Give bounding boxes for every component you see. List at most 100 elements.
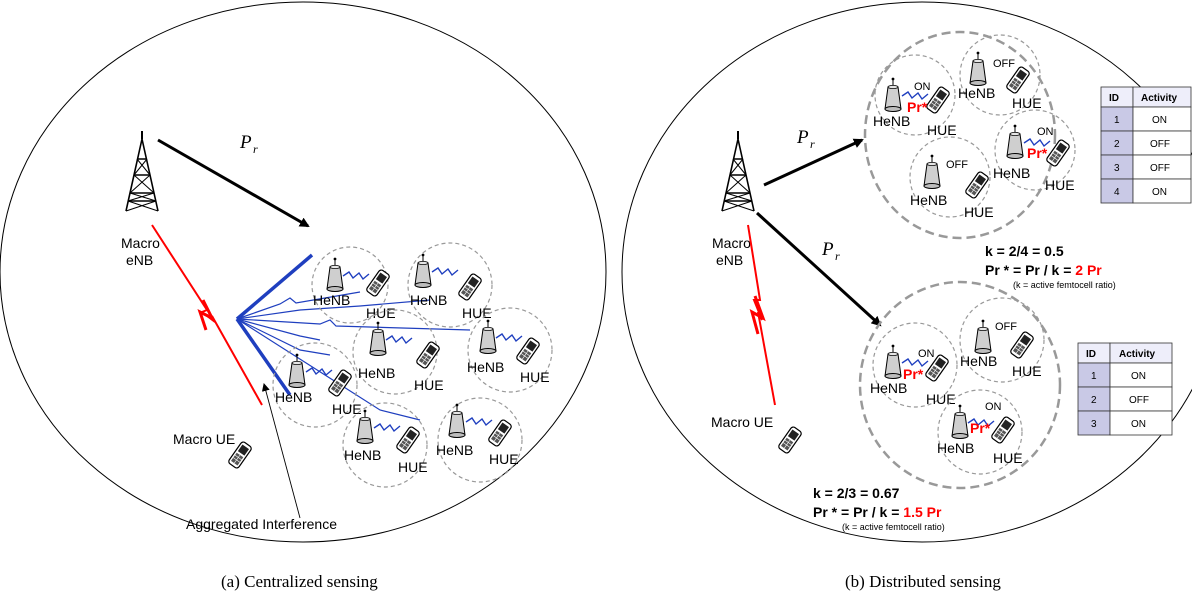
pr-arrow-bottom [755, 211, 882, 327]
top-note: (k = active femtocell ratio) [1013, 280, 1116, 290]
svg-text:HeNB: HeNB [958, 85, 995, 101]
bottom-k-line: k = 2/3 = 0.67 [813, 485, 900, 501]
bottom-pr-line: Pr * = Pr / k = 1.5 Pr [813, 504, 942, 520]
svg-text:HeNB: HeNB [870, 380, 907, 396]
svg-text:HUE: HUE [520, 369, 550, 385]
svg-text:1: 1 [1091, 371, 1097, 382]
svg-text:HeNB: HeNB [313, 292, 350, 308]
svg-text:HeNB: HeNB [436, 442, 473, 458]
svg-text:ON: ON [918, 348, 935, 360]
left-femtocells: HeNB HUE HeNB HUE HeNB HUE HeNB HUE HeNB… [272, 242, 553, 488]
svg-text:ID: ID [1086, 349, 1096, 360]
right-panel: Macro eNB P r P r Macro UE ON Pr* HeNB H… [621, 1, 1192, 591]
svg-text:HeNB: HeNB [467, 359, 504, 375]
svg-text:ID: ID [1109, 93, 1119, 104]
svg-text:HUE: HUE [1012, 95, 1042, 111]
macro-ue-label-right: Macro UE [711, 414, 773, 430]
bottom-group-femtocells: ON Pr* HeNB HUE OFF HeNB HUE ON Pr* HeNB… [870, 297, 1045, 475]
macro-enb-label-2: eNB [126, 252, 153, 268]
svg-text:HUE: HUE [1012, 363, 1042, 379]
bottom-group-boundary [858, 280, 1062, 490]
svg-text:HUE: HUE [1045, 177, 1075, 193]
svg-text:OFF: OFF [1150, 163, 1170, 174]
lightning-icon-right [749, 295, 766, 335]
right-caption: (b) Distributed sensing [845, 572, 1001, 591]
svg-text:r: r [810, 137, 815, 151]
svg-text:HeNB: HeNB [937, 440, 974, 456]
macro-ue-phone-icon-right [777, 425, 803, 455]
svg-text:Activity: Activity [1119, 349, 1156, 360]
top-group-femtocells: ON Pr* HeNB HUE OFF HeNB HUE ON Pr* HeNB… [873, 34, 1076, 220]
macro-enb-label-right-2: eNB [716, 252, 743, 268]
svg-text:HeNB: HeNB [910, 192, 947, 208]
svg-text:HeNB: HeNB [410, 292, 447, 308]
pr-sub: r [253, 142, 258, 156]
interference-label: Aggregated Interference [186, 516, 337, 532]
svg-text:ON: ON [1131, 419, 1146, 430]
svg-text:1: 1 [1114, 115, 1120, 126]
svg-text:OFF: OFF [1129, 395, 1149, 406]
svg-text:HUE: HUE [398, 459, 428, 475]
svg-text:ON: ON [1037, 126, 1054, 138]
svg-text:OFF: OFF [993, 58, 1015, 70]
pr-arrow [157, 138, 310, 228]
svg-text:HUE: HUE [926, 391, 956, 407]
svg-text:HUE: HUE [489, 451, 519, 467]
svg-text:P: P [821, 239, 834, 260]
svg-text:HUE: HUE [993, 450, 1023, 466]
macro-ue-label: Macro UE [173, 431, 235, 447]
svg-text:ON: ON [914, 81, 931, 93]
svg-text:4: 4 [1114, 187, 1120, 198]
macro-enb-label-1: Macro [121, 235, 160, 251]
svg-text:HUE: HUE [927, 122, 957, 138]
svg-text:ON: ON [1152, 115, 1167, 126]
svg-text:r: r [835, 249, 840, 263]
svg-text:Pr*: Pr* [903, 366, 924, 382]
top-k-line: k = 2/4 = 0.5 [985, 243, 1064, 259]
macrocell-boundary [0, 1, 607, 543]
svg-text:Pr*: Pr* [970, 420, 991, 436]
macro-enb-label-right-1: Macro [712, 235, 751, 251]
svg-text:HeNB: HeNB [960, 353, 997, 369]
svg-text:HeNB: HeNB [344, 447, 381, 463]
svg-text:ON: ON [1131, 371, 1146, 382]
svg-text:Pr*: Pr* [1027, 145, 1048, 161]
left-caption: (a) Centralized sensing [221, 572, 378, 591]
svg-text:Activity: Activity [1141, 93, 1178, 104]
top-group-boundary [863, 30, 1057, 240]
svg-text:2: 2 [1114, 139, 1120, 150]
bottom-note: (k = active femtocell ratio) [842, 522, 945, 532]
svg-text:ON: ON [1152, 187, 1167, 198]
macrocell-boundary-right [621, 1, 1192, 543]
svg-text:2: 2 [1091, 395, 1097, 406]
pr-label: P [239, 132, 252, 153]
svg-text:OFF: OFF [995, 321, 1017, 333]
top-activity-table: ID Activity 1 ON 2 OFF 3 OFF 4 ON [1100, 86, 1192, 204]
interference-pointer [261, 383, 301, 519]
svg-text:HeNB: HeNB [358, 365, 395, 381]
svg-text:3: 3 [1114, 163, 1120, 174]
svg-text:HUE: HUE [332, 401, 362, 417]
svg-text:ON: ON [985, 401, 1002, 413]
svg-text:Pr*: Pr* [907, 99, 928, 115]
svg-text:HUE: HUE [462, 305, 492, 321]
lightning-icon [197, 299, 216, 331]
macro-tower-icon-right [721, 130, 755, 212]
svg-text:HUE: HUE [964, 204, 994, 220]
top-pr-line: Pr * = Pr / k = 2 Pr [985, 262, 1102, 278]
pr-arrow-top [763, 138, 864, 187]
left-panel: Macro eNB P r HeNB HUE HeNB [0, 1, 607, 591]
interference-line-right [747, 224, 776, 406]
svg-text:OFF: OFF [946, 159, 968, 171]
svg-text:HeNB: HeNB [993, 165, 1030, 181]
bottom-activity-table: ID Activity 1 ON 2 OFF 3 ON [1077, 342, 1173, 436]
macro-tower-icon [125, 130, 159, 212]
svg-text:P: P [796, 127, 809, 148]
svg-text:HeNB: HeNB [275, 389, 312, 405]
svg-text:OFF: OFF [1150, 139, 1170, 150]
svg-text:HeNB: HeNB [873, 113, 910, 129]
svg-text:3: 3 [1091, 419, 1097, 430]
svg-text:HUE: HUE [414, 377, 444, 393]
fan-lines [235, 253, 471, 421]
